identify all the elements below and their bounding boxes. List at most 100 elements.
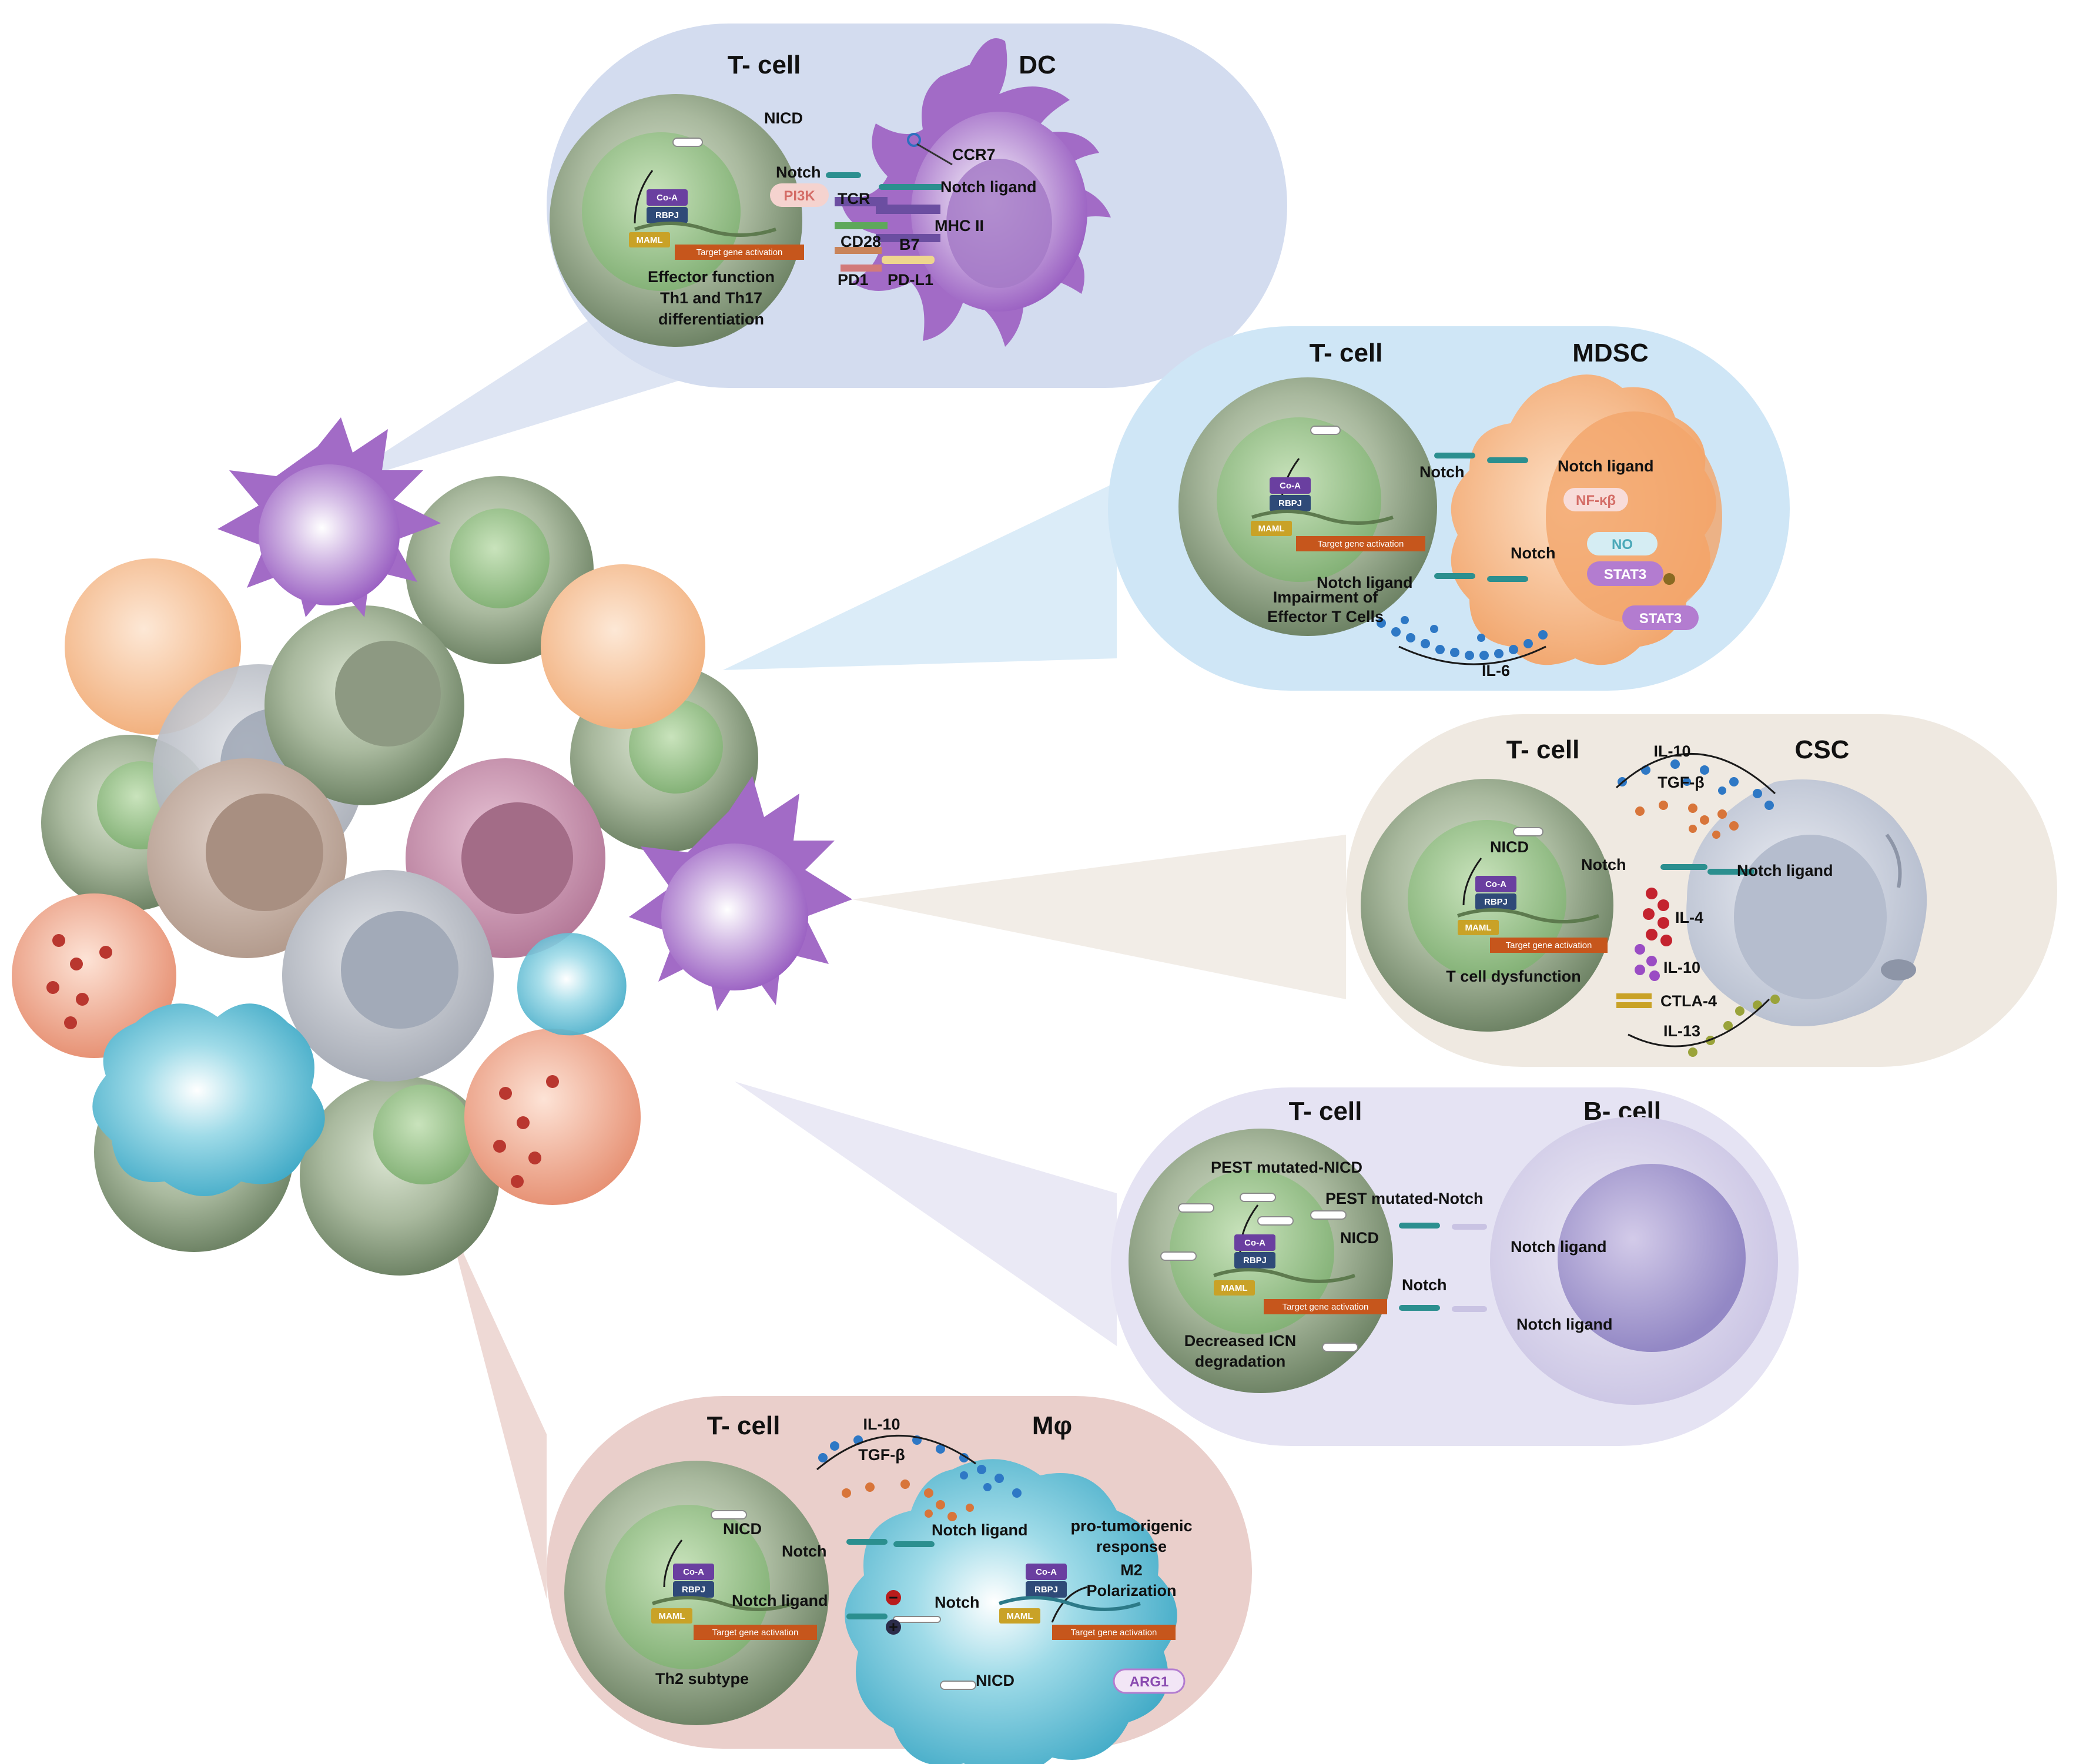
dc-th-line2: differentiation <box>658 310 764 328</box>
dc-notch-label: Notch <box>776 163 821 181</box>
csc-ctla4-receptor <box>1616 993 1652 999</box>
macro-plus-icon <box>886 1619 901 1635</box>
macro-tcell-title: T- cell <box>707 1411 781 1440</box>
mdsc-nfkb-pill <box>1563 488 1628 511</box>
dc-cell-right <box>629 776 852 1011</box>
svg-text:Co-A: Co-A <box>1485 879 1506 889</box>
dc-b7-label: B7 <box>899 236 920 253</box>
mdsc-il6-beads <box>1377 616 1548 660</box>
dc-maml-box <box>629 232 670 247</box>
svg-text:MAML: MAML <box>1258 524 1285 534</box>
dc-cell-upper <box>217 417 441 617</box>
csc-il10-beads <box>1618 759 1774 810</box>
csc-il10-top-label: IL-10 <box>1653 742 1690 760</box>
macro-pro-line1: pro-tumorigenic <box>1071 1517 1193 1535</box>
mdsc-impair-line2: Effector T Cells <box>1267 608 1384 625</box>
bcell-nucleus-complex: Co-A RBPJ MAML Target gene activation <box>1213 1204 1387 1314</box>
dc-cell <box>841 38 1111 347</box>
mdsc-mdsc-title: MDSC <box>1572 339 1649 367</box>
svg-text:MAML: MAML <box>1221 1283 1248 1293</box>
dc-th-line1: Th1 and Th17 <box>660 289 762 307</box>
mdsc-notch-ligand-top: Notch ligand <box>1558 457 1654 475</box>
svg-text:RBPJ: RBPJ <box>682 1585 705 1595</box>
mdsc-stat3-pill-b <box>1622 605 1699 630</box>
macro-receptors <box>846 1539 976 1690</box>
csc-nucleus-complex: Co-A RBPJ MAML Target gene activation <box>1457 827 1608 953</box>
panel-bcell: T- cell B- cell Co-A RBPJ MAML Target ge… <box>1111 1087 1799 1446</box>
dc-receptors <box>826 133 953 272</box>
panel-mdsc: T- cell MDSC Co-A RBPJ MAML Target gene … <box>1108 326 1790 691</box>
csc-nicd-label: NICD <box>1490 838 1529 856</box>
svg-text:Target gene activation: Target gene activation <box>1318 539 1404 549</box>
dc-rbpj-box <box>647 207 688 223</box>
macro-th2-label: Th2 subtype <box>655 1670 749 1688</box>
svg-text:Target gene activation: Target gene activation <box>712 1628 799 1638</box>
svg-text:Target gene activation: Target gene activation <box>1071 1628 1157 1638</box>
dc-nicd-label: NICD <box>764 109 803 127</box>
mdsc-no-pill <box>1587 532 1658 555</box>
macro-m2-line2: Polarization <box>1086 1582 1176 1599</box>
bcell-notch-ligand-b: Notch ligand <box>1516 1316 1613 1333</box>
macro-notch-right: Notch <box>935 1594 980 1611</box>
svg-text:RBPJ: RBPJ <box>655 210 679 220</box>
csc-il10-mid-label: IL-10 <box>1663 959 1700 976</box>
bcell-receptors <box>1399 1223 1487 1312</box>
csc-il13-label: IL-13 <box>1663 1022 1700 1040</box>
bcell-cell <box>1490 1117 1778 1405</box>
csc-il4-label: IL-4 <box>1675 909 1703 926</box>
bcell-decreased-line2: degradation <box>1195 1353 1286 1370</box>
svg-text:Co-A: Co-A <box>657 193 678 203</box>
bcell-notch-label: Notch <box>1402 1276 1447 1294</box>
macro-tgfb-beads <box>842 1480 974 1521</box>
svg-text:MAML: MAML <box>637 235 663 245</box>
dc-dc-title: DC <box>1019 51 1056 79</box>
csc-tgfb-label: TGF-β <box>1658 774 1704 791</box>
macro-notch-left: Notch <box>782 1542 827 1560</box>
dc-nucleus-complex: Co-A RBPJ MAML Target gene activation <box>629 138 804 260</box>
svg-text:Target gene activation: Target gene activation <box>1506 940 1592 950</box>
svg-text:MAML: MAML <box>1007 1611 1033 1621</box>
macro-nicd-left: NICD <box>723 1520 762 1538</box>
connector-cones <box>329 253 1346 1599</box>
svg-text:−: − <box>889 1589 898 1606</box>
mdsc-receptors <box>1434 453 1528 582</box>
svg-text:Co-A: Co-A <box>1244 1238 1265 1248</box>
svg-text:Co-A: Co-A <box>1036 1567 1057 1577</box>
csc-tgfb-beads <box>1635 801 1739 839</box>
macro-notch-ligand-top: Notch ligand <box>932 1521 1028 1539</box>
dc-target-gene-bar <box>675 245 804 260</box>
svg-text:+: + <box>889 1618 898 1636</box>
svg-text:Co-A: Co-A <box>683 1567 704 1577</box>
svg-text:MAML: MAML <box>659 1611 685 1621</box>
macro-notch-ligand-left: Notch ligand <box>732 1592 828 1609</box>
macro-nicd-right: NICD <box>976 1672 1014 1689</box>
macro-il10-beads <box>818 1435 1022 1498</box>
csc-notch-ligand-label: Notch ligand <box>1737 862 1833 879</box>
mdsc-tcell-title: T- cell <box>1310 339 1383 367</box>
mdsc-notch-mid: Notch <box>1511 544 1556 562</box>
csc-notch-label: Notch <box>1581 856 1626 873</box>
panel-macrophage: T- cell Mφ Co-A RBPJ MAML Target gene ac… <box>547 1396 1252 1764</box>
svg-text:MAML: MAML <box>1465 923 1492 933</box>
svg-text:NF-κβ: NF-κβ <box>1576 493 1616 508</box>
dc-effector-label: Effector function <box>648 268 775 286</box>
macro-pro-line2: response <box>1096 1538 1167 1555</box>
dc-mhc2-label: MHC II <box>935 217 984 235</box>
dc-cd28-label: CD28 <box>841 233 881 250</box>
macro-m2-line1: M2 <box>1120 1561 1143 1579</box>
bcell-notch-ligand-a: Notch ligand <box>1511 1238 1607 1256</box>
mdsc-notch-ligand-mid: Notch ligand <box>1317 574 1413 591</box>
svg-text:ARG1: ARG1 <box>1130 1674 1169 1690</box>
svg-text:STAT3: STAT3 <box>1604 567 1646 583</box>
macro-minus-icon <box>886 1590 901 1605</box>
dc-pi3k-pill <box>770 183 829 207</box>
csc-cell <box>1686 779 1927 1026</box>
csc-tcell-title: T- cell <box>1506 735 1580 764</box>
csc-il10-mid-beads <box>1635 944 1660 981</box>
macro-tgfb-label: TGF-β <box>858 1446 905 1464</box>
dc-tcell-title: T- cell <box>728 51 801 79</box>
svg-text:Target gene activation: Target gene activation <box>1283 1302 1369 1312</box>
csc-ctla4-label: CTLA-4 <box>1660 992 1717 1010</box>
panel-csc: T- cell CSC Co-A RBPJ MAML Target gene a… <box>1346 714 2057 1067</box>
